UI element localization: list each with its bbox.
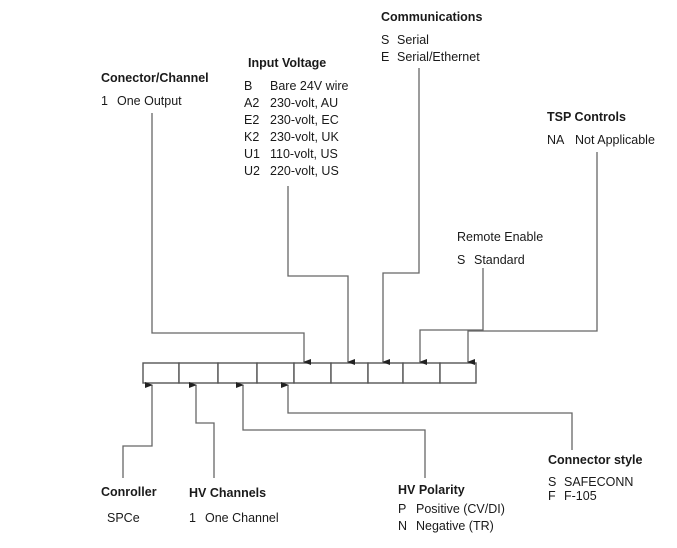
- field-title: HV Channels: [189, 486, 267, 500]
- option-row: U2 220-volt, US: [244, 163, 349, 180]
- connector-style-wire: [281, 382, 573, 450]
- code-box-5: [293, 362, 332, 384]
- communications-wire: [382, 68, 420, 365]
- option-row: SPCe: [101, 510, 157, 527]
- code-box-2: [178, 362, 219, 384]
- option-label: SPCe: [107, 511, 140, 525]
- option-row: A2 230-volt, AU: [244, 95, 349, 112]
- option-row: B Bare 24V wire: [244, 78, 349, 95]
- option-label: 110-volt, US: [270, 147, 338, 161]
- field-hv-channels: HV Channels 1 One Channel: [189, 485, 279, 527]
- option-row: S SAFECONN: [548, 474, 642, 491]
- option-label: Not Applicable: [575, 133, 655, 147]
- field-title: Communications: [381, 10, 483, 24]
- code-box-1: [142, 362, 180, 384]
- tsp-controls-wire: [467, 152, 598, 365]
- option-label: Negative (TR): [416, 519, 494, 533]
- field-title: Connector style: [548, 453, 643, 467]
- option-row: 1 One Output: [101, 93, 209, 110]
- field-input-voltage: Input Voltage B Bare 24V wire A2 230-volt,…: [244, 55, 349, 180]
- option-row: 1 One Channel: [189, 510, 279, 527]
- field-title: Input Voltage: [248, 56, 327, 70]
- option-code: 1: [101, 94, 108, 108]
- field-controller: Conroller SPCe: [101, 484, 157, 527]
- field-title: HV Polarity: [398, 483, 465, 497]
- option-code: B: [244, 79, 253, 93]
- option-code: S: [457, 253, 466, 267]
- option-code: E: [381, 50, 390, 64]
- option-code: U1: [244, 147, 260, 161]
- field-connector-channel: Conector/Channel 1 One Output: [101, 70, 209, 110]
- option-code: U2: [244, 164, 260, 178]
- option-code: E2: [244, 113, 260, 127]
- option-code: S: [381, 33, 390, 47]
- option-label: Positive (CV/DI): [416, 502, 505, 516]
- option-label: Bare 24V wire: [270, 79, 349, 93]
- option-code: 1: [189, 511, 196, 525]
- connector-channel-wire: [151, 113, 311, 365]
- controller-wire: [122, 382, 153, 478]
- option-code: N: [398, 519, 408, 533]
- code-box-3: [217, 362, 258, 384]
- hv-channels-wire: [189, 382, 215, 478]
- option-code: F: [548, 489, 556, 503]
- remote-enable-wire: [419, 268, 484, 365]
- field-connector-style: Connector style S SAFECONN F F-105: [548, 452, 642, 505]
- input-voltage-wire: [287, 186, 355, 365]
- field-title: TSP Controls: [547, 110, 626, 124]
- option-row: U1 110-volt, US: [244, 146, 349, 163]
- option-code: K2: [244, 130, 260, 144]
- field-title: Conector/Channel: [101, 71, 209, 85]
- option-row: S Standard: [457, 252, 543, 269]
- field-remote-enable: Remote Enable S Standard: [457, 229, 543, 269]
- option-label: One Channel: [205, 511, 279, 525]
- option-label: Standard: [474, 253, 525, 267]
- option-code: NA: [547, 133, 565, 147]
- option-row: E Serial/Ethernet: [381, 49, 482, 66]
- option-label: Serial/Ethernet: [397, 50, 480, 64]
- code-box-7: [367, 362, 404, 384]
- option-row: F F-105: [548, 488, 642, 505]
- option-row: NA Not Applicable: [547, 132, 655, 149]
- option-label: One Output: [117, 94, 182, 108]
- option-code: S: [548, 475, 557, 489]
- code-box-6: [330, 362, 369, 384]
- code-box-9: [439, 362, 477, 384]
- option-label: 230-volt, UK: [270, 130, 339, 144]
- option-label: F-105: [564, 489, 597, 503]
- code-box-4: [256, 362, 295, 384]
- code-box-8: [402, 362, 441, 384]
- option-label: Serial: [397, 33, 429, 47]
- code-box-row: [142, 362, 477, 384]
- option-label: 220-volt, US: [270, 164, 339, 178]
- field-title: Remote Enable: [457, 230, 544, 244]
- option-row: P Positive (CV/DI): [398, 501, 505, 518]
- field-communications: Communications S Serial E Serial/Ethernet: [381, 9, 482, 66]
- hv-polarity-wire: [236, 382, 426, 478]
- option-row: K2 230-volt, UK: [244, 129, 349, 146]
- option-row: N Negative (TR): [398, 518, 505, 535]
- option-label: 230-volt, EC: [270, 113, 339, 127]
- option-code: A2: [244, 96, 260, 110]
- option-label: SAFECONN: [564, 475, 634, 489]
- option-label: 230-volt, AU: [270, 96, 339, 110]
- field-title: Conroller: [101, 485, 157, 499]
- field-tsp-controls: TSP Controls NA Not Applicable: [547, 109, 655, 149]
- option-code: P: [398, 502, 407, 516]
- field-hv-polarity: HV Polarity P Positive (CV/DI) N Negative …: [398, 482, 505, 535]
- option-row: S Serial: [381, 32, 482, 49]
- option-row: E2 230-volt, EC: [244, 112, 349, 129]
